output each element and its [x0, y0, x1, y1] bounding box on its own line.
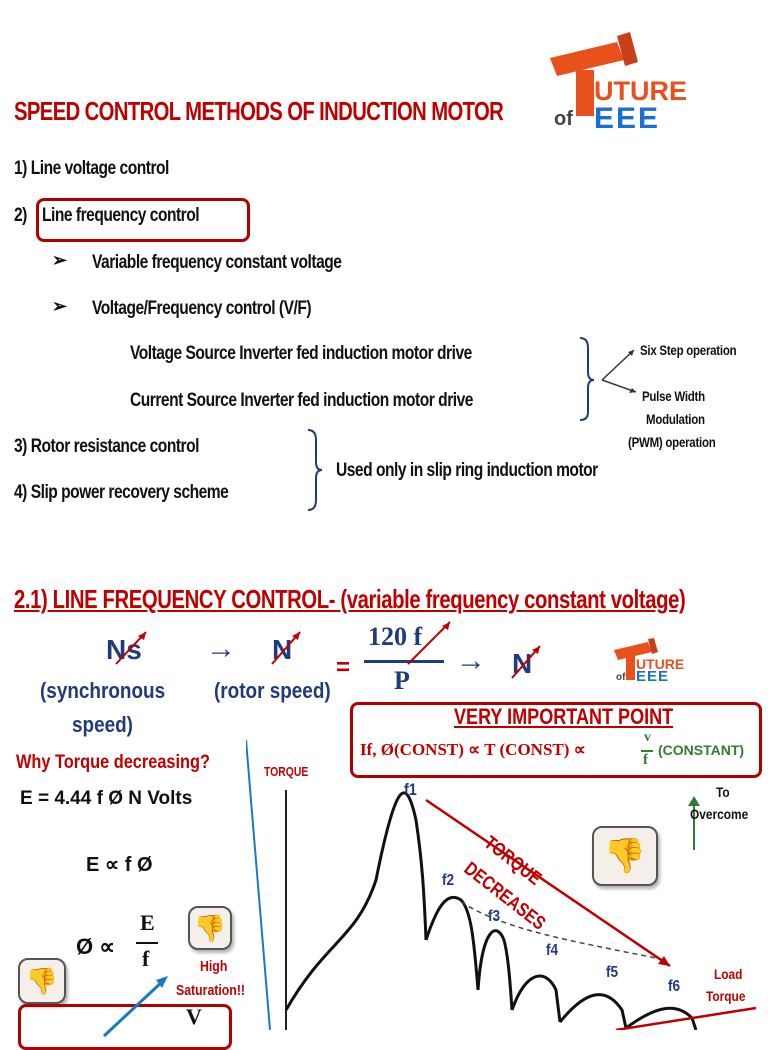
logo-text-of: of — [616, 672, 626, 683]
logo-text-bottom: EEE — [636, 668, 670, 685]
slip-ring-note: Used only in slip ring induction motor — [336, 460, 598, 481]
arrow-1: → — [206, 632, 236, 665]
torque-axis-label: TORQUE — [264, 764, 309, 779]
curve-label-f5: f5 — [606, 964, 619, 981]
sub-item-variable-frequency: Variable frequency constant voltage — [92, 252, 342, 273]
why-torque-question: Why Torque decreasing? — [16, 752, 210, 773]
load-torque-label-1: Load — [714, 966, 743, 982]
to-overcome-label-1: To — [716, 784, 730, 800]
emf-equation: E = 4.44 f Ø N Volts — [20, 788, 193, 809]
future-of-eee-logo-small: UTURE of EEE — [606, 636, 706, 688]
csi-text: Current Source Inverter fed induction mo… — [130, 390, 473, 411]
fraction-numerator: 120 f — [368, 622, 423, 651]
important-point-text: If, Ø(CONST) ∝ T (CONST) ∝ — [360, 740, 586, 759]
six-step-label: Six Step operation — [640, 342, 737, 358]
fraction-denominator: P — [394, 666, 410, 695]
vf-numerator: v — [644, 730, 651, 745]
logo-text-of: of — [554, 108, 573, 130]
fraction-line — [364, 660, 444, 663]
highlight-box-line-frequency — [36, 198, 250, 242]
n-result-strike — [511, 645, 541, 679]
bullet-arrow-icon: ➢ — [52, 296, 68, 316]
list-item-1: 1) Line voltage control — [14, 158, 169, 179]
load-torque-label-2: Torque — [706, 988, 746, 1004]
flux-lhs: Ø ∝ — [76, 934, 115, 959]
vf-denominator: f — [643, 752, 648, 768]
sync-speed-label-2: speed) — [72, 712, 133, 737]
logo-hammer-icon — [550, 32, 638, 116]
high-saturation-label-1: High — [200, 958, 228, 975]
curve-label-f4: f4 — [546, 942, 559, 959]
equals-sign: = — [336, 654, 351, 681]
page-title: SPEED CONTROL METHODS OF INDUCTION MOTOR — [14, 96, 504, 126]
thumbs-down-icon: 👎 — [592, 826, 658, 886]
saturation-arrow — [102, 976, 168, 1038]
ns-symbol: Ns — [106, 634, 142, 665]
flux-fraction-line — [136, 942, 158, 944]
curve-label-f1: f1 — [404, 780, 417, 799]
important-point-title: VERY IMPORTANT POINT — [454, 704, 674, 729]
flux-denominator: f — [142, 946, 150, 971]
slip-ring-bracket — [307, 429, 323, 511]
to-overcome-label-2: Overcome — [690, 806, 749, 822]
bottom-v-symbol: V — [186, 1004, 202, 1029]
sub-item-vf-control: Voltage/Frequency control (V/F) — [92, 298, 312, 319]
section-heading: 2.1) LINE FREQUENCY CONTROL- (variable f… — [14, 584, 686, 614]
list-item-2: Line frequency control — [42, 205, 200, 226]
list-item-3: 3) Rotor resistance control — [14, 436, 199, 457]
thumbs-down-icon: 👎 — [188, 906, 232, 950]
rotor-speed-label: (rotor speed) — [214, 678, 331, 703]
logo-hammer-icon — [614, 638, 658, 680]
high-saturation-label-2: Saturation!! — [176, 982, 246, 999]
bullet-arrow-icon: ➢ — [52, 250, 68, 270]
flux-numerator: E — [140, 910, 155, 935]
inverter-bracket — [579, 337, 637, 421]
curve-label-f2: f2 — [442, 872, 455, 889]
torque-frequency-graph — [246, 740, 757, 1030]
logo-text-top: UTURE — [594, 76, 687, 106]
sync-speed-label-1: (synchronous — [40, 678, 166, 703]
pwm-label-3: (PWM) operation — [628, 434, 716, 450]
proportional-equation: E ∝ f Ø — [86, 854, 153, 876]
n-strike — [271, 631, 301, 665]
important-point-box — [350, 702, 762, 778]
arrow-2: → — [456, 644, 486, 677]
future-of-eee-logo: UTURE of EEE — [532, 28, 732, 136]
list-item-2-number: 2) — [14, 205, 27, 226]
list-item-4: 4) Slip power recovery scheme — [14, 482, 229, 503]
thumbs-down-icon: 👎 — [18, 958, 66, 1004]
logo-text-top: UTURE — [636, 656, 685, 672]
vf-line — [641, 750, 653, 752]
curve-label-f3: f3 — [488, 908, 501, 925]
curve-label-f6: f6 — [668, 978, 681, 995]
pwm-label-2: Modulation — [646, 411, 705, 427]
pwm-label-1: Pulse Width — [642, 388, 705, 404]
vsi-text: Voltage Source Inverter fed induction mo… — [130, 343, 472, 364]
logo-text-bottom: EEE — [594, 102, 661, 135]
f-strike — [407, 621, 451, 665]
constant-label: (CONSTANT) — [658, 742, 745, 758]
ns-strike — [115, 631, 147, 665]
